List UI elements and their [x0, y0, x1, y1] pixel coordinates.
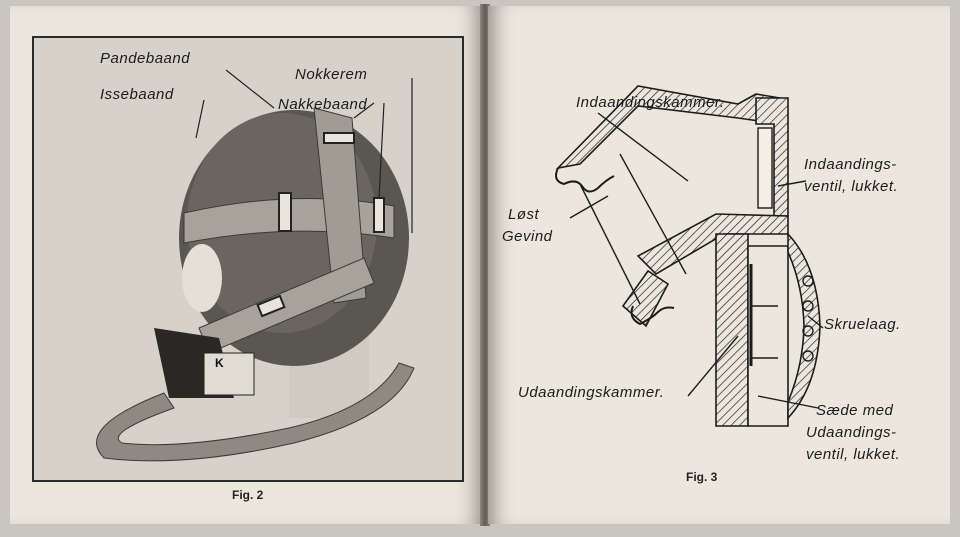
canister-mark: K: [215, 356, 225, 370]
fig3-valve-diagram: [555, 85, 824, 427]
left-page: Pandebaand Issebaand Nokkerem Nakkebaand…: [10, 6, 482, 524]
head-harness-illustration: [34, 38, 462, 480]
label-indaandings-ventil-2: ventil, lukket.: [804, 178, 899, 195]
label-indaandingskammer: Indaandingskammer.: [576, 94, 725, 111]
label-saede-2: Udaandings-: [806, 424, 897, 441]
label-issebaand: Issebaand: [100, 86, 174, 103]
label-indaandings-ventil-1: Indaandings-: [804, 156, 897, 173]
label-udaandingskammer: Udaandingskammer.: [518, 384, 665, 401]
book-gutter: [480, 4, 490, 526]
label-saede-1: Sæde med: [816, 402, 894, 419]
label-nokkerem: Nokkerem: [295, 66, 368, 83]
fig2-caption: Fig. 2: [232, 488, 264, 502]
label-pandebaand: Pandebaand: [100, 50, 191, 67]
fig3-caption: Fig. 3: [686, 470, 718, 484]
label-saede-3: ventil, lukket.: [806, 446, 901, 463]
right-page: Indaandingskammer. Indaandings- ventil, …: [488, 6, 950, 524]
label-lost: Løst: [508, 206, 540, 223]
label-skruelaag: Skruelaag.: [824, 316, 901, 333]
label-gevind: Gevind: [502, 228, 553, 245]
label-nakkebaand: Nakkebaand: [278, 96, 368, 113]
fig2-photo: [32, 36, 464, 482]
